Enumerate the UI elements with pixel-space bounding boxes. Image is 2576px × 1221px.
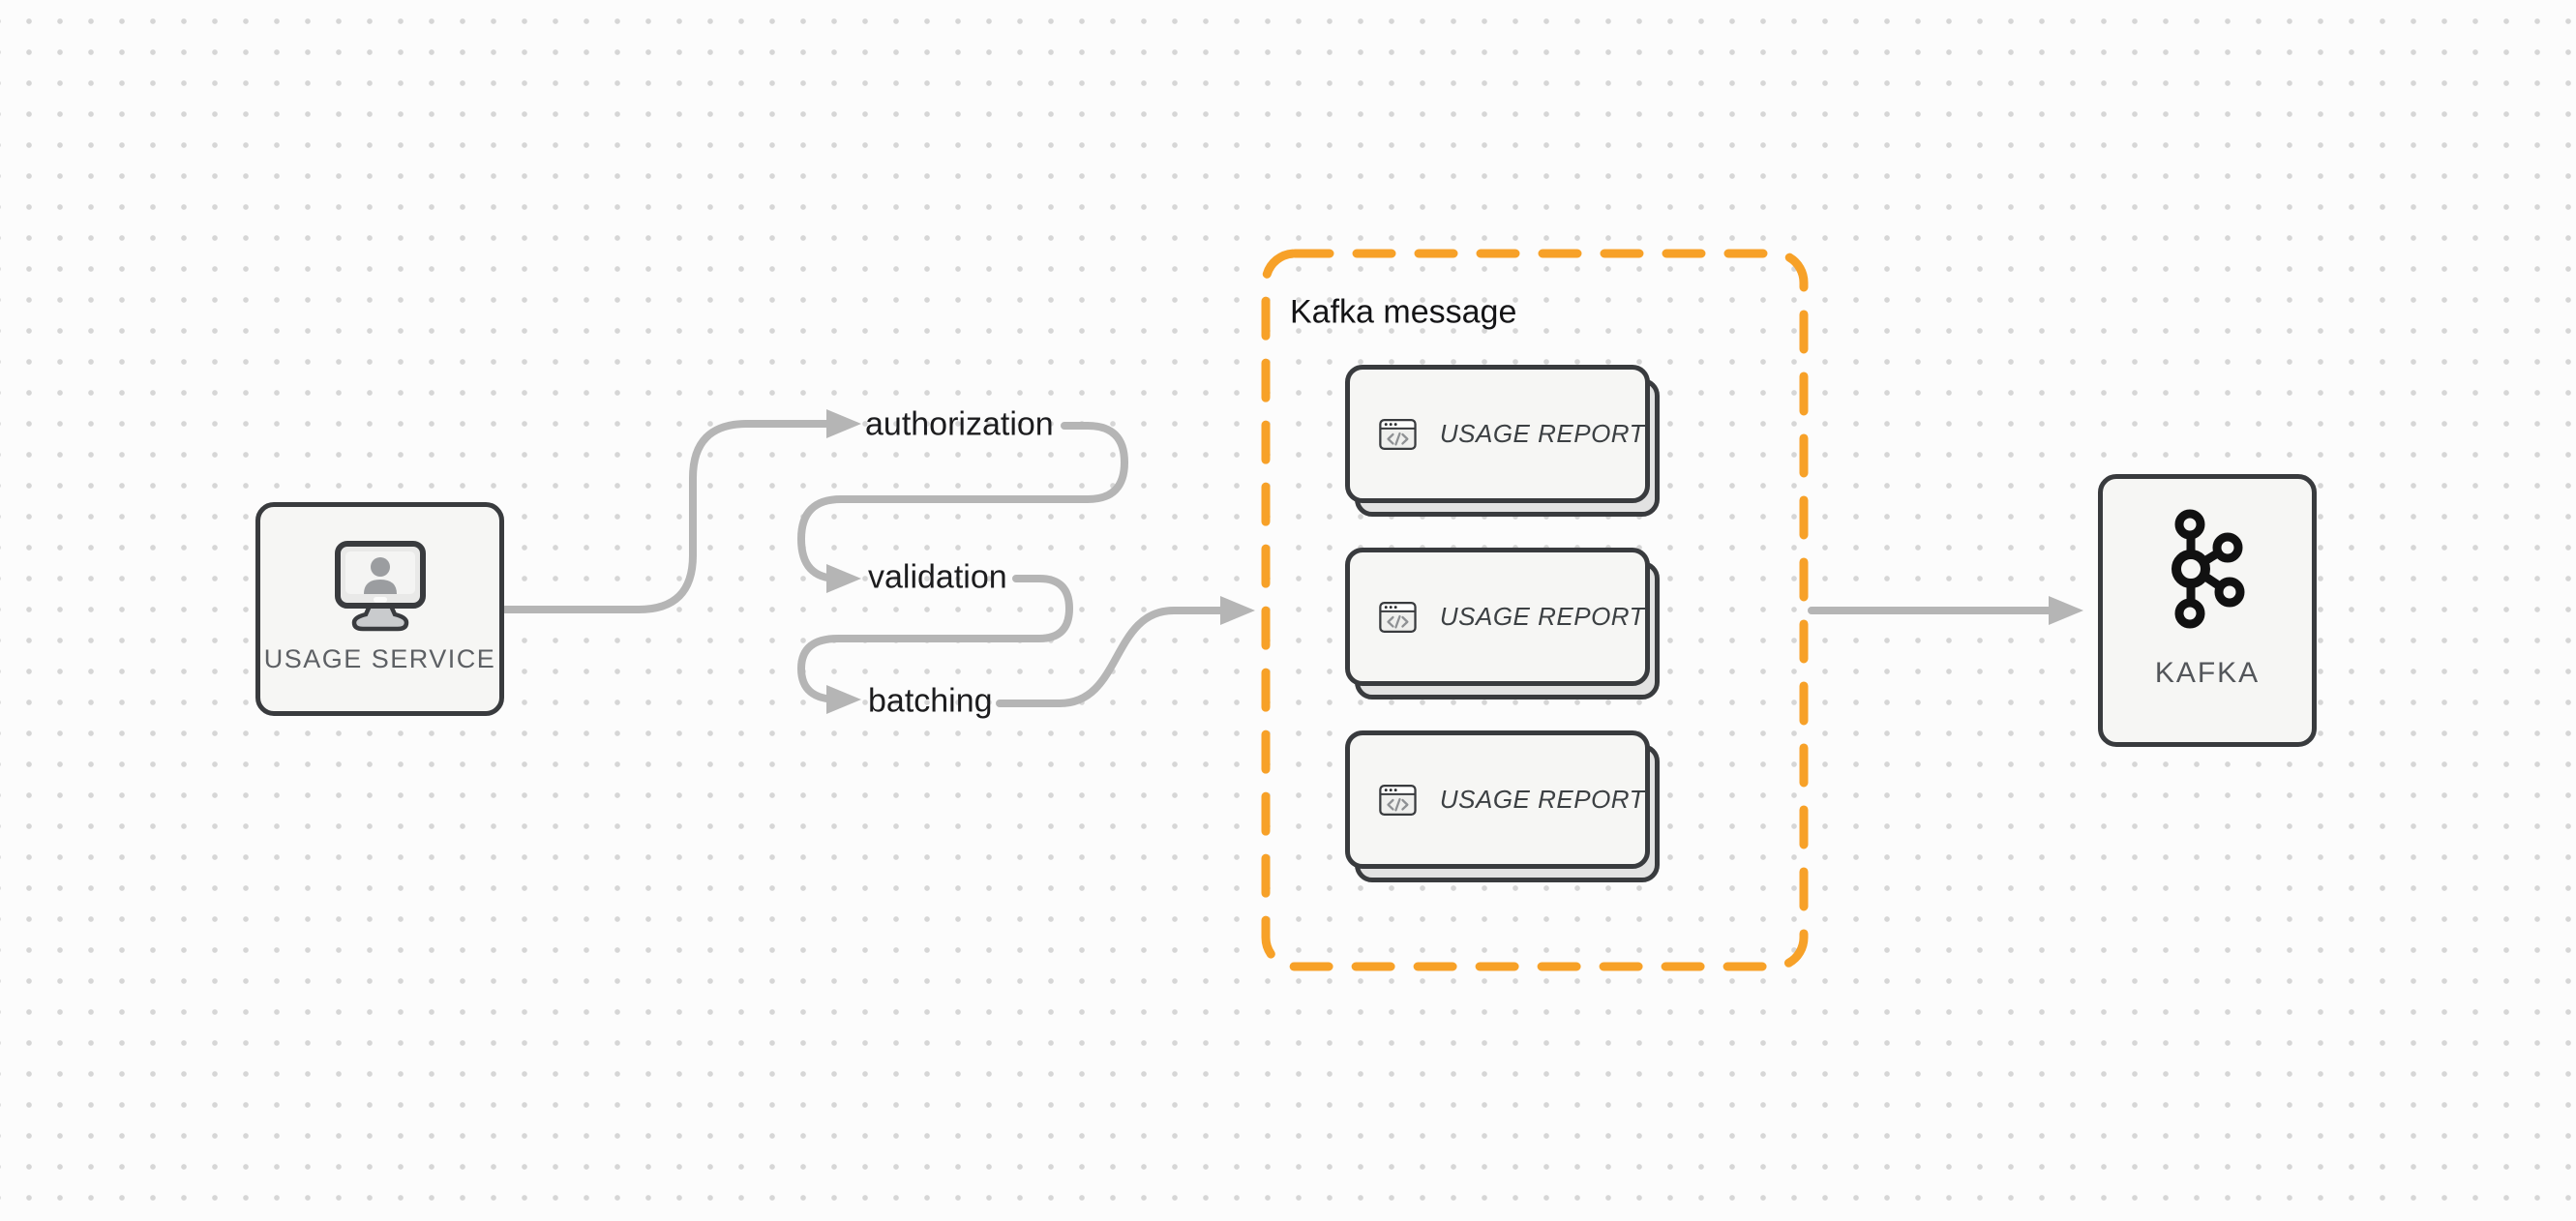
step-authorization: authorization: [865, 405, 1054, 443]
node-usage-service: USAGE SERVICE: [255, 502, 504, 716]
usage-report-label: USAGE REPORT: [1439, 785, 1645, 814]
code-window-icon: [1379, 784, 1417, 816]
connector-authorization-to-validation: [797, 422, 1128, 582]
usage-report-label: USAGE REPORT: [1439, 602, 1645, 631]
connector-batching-to-message: [996, 607, 1225, 707]
node-kafka: KAFKA: [2098, 474, 2317, 747]
arrowhead: [1220, 596, 1255, 625]
kafka-message-group-border: [1261, 249, 1809, 971]
connector-service-to-authorization: [501, 420, 834, 613]
arrowhead: [826, 685, 861, 714]
monitor-user-icon: [334, 541, 426, 632]
kafka-message-group-title: Kafka message: [1290, 293, 1517, 331]
connector-validation-to-batching: [797, 575, 1073, 703]
usage-report-card: USAGE REPORT: [1345, 365, 1660, 517]
step-batching: batching: [868, 682, 993, 720]
kafka-label: KAFKA: [2154, 657, 2261, 689]
code-window-icon: [1379, 418, 1417, 450]
arrowhead: [2049, 596, 2083, 625]
usage-report-card: USAGE REPORT: [1345, 548, 1660, 700]
kafka-logo-icon: [2172, 509, 2245, 629]
arrowhead: [826, 409, 861, 438]
usage-service-label: USAGE SERVICE: [263, 644, 496, 673]
step-validation: validation: [868, 558, 1007, 596]
arrowhead: [826, 564, 861, 593]
usage-report-label: USAGE REPORT: [1439, 419, 1645, 448]
usage-report-card: USAGE REPORT: [1345, 730, 1660, 882]
code-window-icon: [1379, 601, 1417, 633]
